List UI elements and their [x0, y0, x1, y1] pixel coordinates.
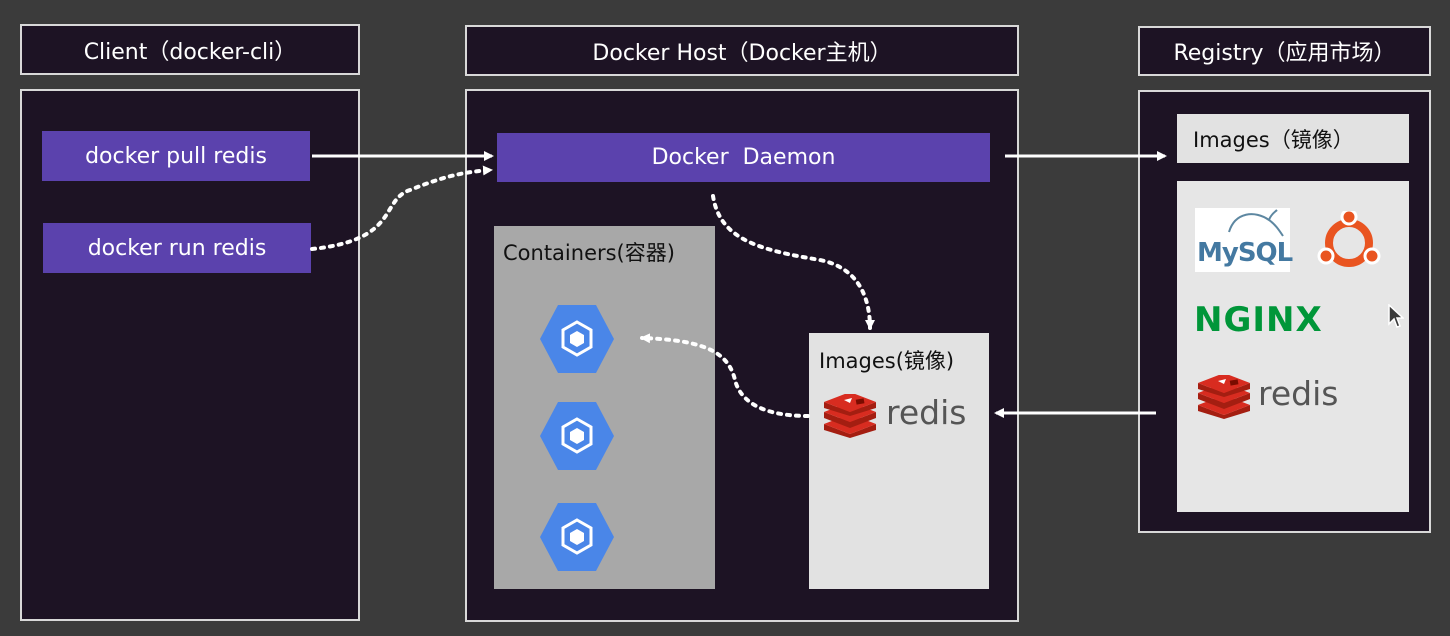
docker-pull-command[interactable]: docker pull redis — [42, 131, 310, 181]
mouse-cursor-icon — [1388, 304, 1404, 328]
daemon-to-images-arrow — [711, 194, 875, 330]
docker-daemon-label: Docker Daemon — [651, 145, 836, 170]
client-title: Client（docker-cli） — [83, 39, 297, 65]
host-images-panel — [809, 333, 989, 589]
container-icon — [540, 402, 614, 470]
client-header: Client（docker-cli） — [20, 24, 360, 75]
ubuntu-logo-icon — [1317, 211, 1381, 267]
mysql-dolphin-icon — [1228, 209, 1284, 237]
run-arrow — [310, 165, 493, 251]
mysql-logo: MySQL — [1195, 208, 1293, 272]
registry-images-header: Images（镜像） — [1177, 114, 1409, 163]
registry-header: Registry（应用市场） — [1138, 26, 1431, 76]
images-to-container-arrow — [640, 333, 810, 418]
docker-daemon: Docker Daemon — [497, 133, 990, 182]
host-title: Docker Host（Docker主机） — [592, 40, 892, 66]
nginx-logo-text: NGINX — [1194, 300, 1323, 340]
redis-logo-icon — [1198, 375, 1250, 419]
registry-images-title: Images（镜像） — [1193, 127, 1354, 152]
mysql-logo-text: MySQL — [1197, 238, 1293, 268]
container-icon — [540, 503, 614, 571]
docker-pull-label: docker pull redis — [85, 143, 267, 169]
containers-title: Containers(容器) — [503, 241, 675, 265]
docker-run-label: docker run redis — [87, 235, 267, 261]
host-header: Docker Host（Docker主机） — [465, 25, 1019, 76]
docker-run-command[interactable]: docker run redis — [43, 223, 311, 273]
host-images-title: Images(镜像) — [819, 349, 955, 373]
container-icon — [540, 305, 614, 373]
redis-logo-icon — [824, 394, 876, 438]
registry-redis-label: redis — [1258, 374, 1339, 413]
registry-title: Registry（应用市场） — [1173, 41, 1396, 66]
nginx-logo: NGINX — [1194, 300, 1323, 340]
host-redis-label: redis — [886, 393, 967, 432]
